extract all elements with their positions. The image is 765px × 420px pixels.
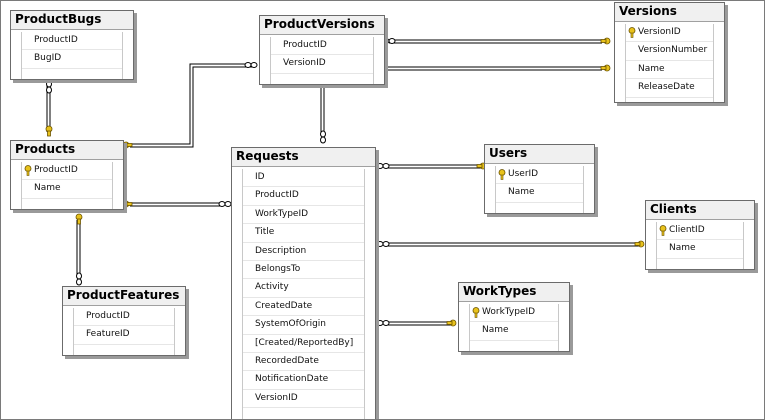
table-title: ProductFeatures [67,288,180,302]
column-row[interactable]: RecordedDate [243,353,364,372]
rel-products-productfeatures [76,220,81,277]
column-row[interactable]: ProductID [271,37,373,56]
one-marker [600,37,611,45]
column-row[interactable]: SystemOfOrigin [243,316,364,335]
column-row[interactable]: Description [243,243,364,261]
rel-requests-users [387,164,482,169]
column-row[interactable]: Name [626,61,713,80]
many-marker [376,320,384,326]
many-marker [382,163,390,169]
column-row[interactable]: Title [243,224,364,243]
column-row[interactable]: ProductID [243,187,364,206]
many-marker [76,272,82,280]
column-row[interactable]: VersionID [626,24,713,43]
many-marker [376,241,384,247]
many-marker [218,201,226,207]
column-row[interactable]: VersionNumber [626,42,713,61]
table-versions[interactable]: Versions VersionID VersionNumber Name Re… [614,2,725,103]
many-marker [46,86,52,94]
key-icon [24,165,32,176]
one-marker [75,213,83,225]
column-row[interactable]: NotificationDate [243,371,364,390]
key-icon [472,307,480,318]
rel-requests-worktypes [387,321,452,326]
column-row[interactable]: ClientID [657,222,743,241]
many-marker [382,241,390,247]
table-productversions[interactable]: ProductVersions ProductID VersionID [259,15,385,85]
column-row[interactable]: VersionID [243,390,364,409]
many-marker [388,38,396,44]
one-marker [600,64,611,72]
rel-products-productversions [130,63,252,148]
column-row[interactable]: BugID [22,50,122,69]
column-row[interactable]: ProductID [74,308,174,327]
rel-requests-clients [387,242,640,247]
many-marker [76,278,82,286]
column-row[interactable]: ProductID [22,32,122,51]
column-row[interactable]: VersionID [271,55,373,74]
table-requests[interactable]: Requests ID ProductID WorkTypeID Title D… [231,147,376,420]
table-title: ProductVersions [264,17,375,31]
column-row[interactable]: FeatureID [74,326,174,345]
table-title: Users [489,146,528,160]
many-marker [382,320,390,326]
many-marker [376,163,384,169]
table-title: ProductBugs [15,12,102,26]
table-productfeatures[interactable]: ProductFeatures ProductID FeatureID [62,286,186,356]
column-row[interactable]: UserID [496,166,583,185]
column-row[interactable]: Name [22,180,112,199]
table-products[interactable]: Products ProductID Name [10,140,124,210]
table-worktypes[interactable]: WorkTypes WorkTypeID Name [458,282,570,352]
one-marker [45,125,53,137]
table-title: Clients [650,202,697,216]
table-title: Requests [236,149,299,163]
rel-productversions-versions-a [389,39,602,44]
column-row[interactable]: WorkTypeID [243,206,364,225]
many-marker [46,80,52,88]
one-marker [122,200,133,208]
column-row[interactable]: Name [470,322,558,341]
key-icon [498,169,506,180]
column-row[interactable]: ID [243,169,364,188]
many-marker [244,62,252,68]
column-row[interactable]: Name [657,240,743,259]
table-clients[interactable]: Clients ClientID Name [645,200,755,270]
table-title: WorkTypes [463,284,537,298]
rel-requests-products [130,202,222,207]
many-marker [320,136,326,144]
column-row[interactable]: BelongsTo [243,261,364,280]
column-row[interactable]: ReleaseDate [626,79,713,98]
table-users[interactable]: Users UserID Name [484,144,595,214]
column-row[interactable]: Activity [243,279,364,298]
column-row[interactable]: [Created/ReportedBy] [243,335,364,353]
column-row[interactable]: ProductID [22,162,112,181]
key-icon [659,225,667,236]
table-title: Products [15,142,76,156]
column-row[interactable]: Name [496,184,583,203]
many-marker [250,62,258,68]
key-icon [628,27,636,38]
one-marker [634,240,645,248]
one-marker [446,319,457,327]
column-row[interactable]: CreatedDate [243,298,364,317]
many-marker [320,130,326,138]
column-row[interactable]: WorkTypeID [470,304,558,323]
table-productbugs[interactable]: ProductBugs ProductID BugID [10,10,134,80]
table-title: Versions [619,4,677,18]
